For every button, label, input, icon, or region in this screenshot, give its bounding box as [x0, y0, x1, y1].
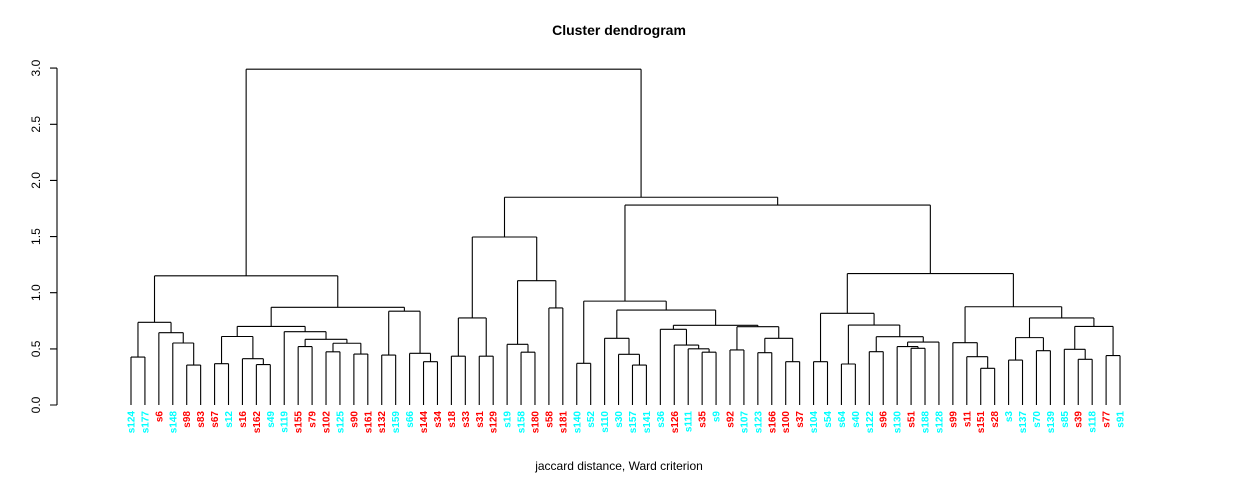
y-tick-label: 3.0 [29, 59, 43, 76]
leaf-label: s6 [154, 411, 165, 423]
y-tick-label: 2.5 [29, 116, 43, 133]
leaf-label: s102 [322, 411, 333, 434]
leaf-label: s28 [990, 411, 1001, 428]
leaf-label: s100 [781, 411, 792, 434]
leaf-label: s31 [475, 411, 486, 428]
leaf-label: s104 [809, 411, 820, 434]
leaf-label: s64 [837, 411, 848, 428]
leaf-label: s19 [503, 411, 514, 428]
leaf-label: s18 [447, 411, 458, 428]
leaf-label: s37 [795, 411, 806, 428]
leaf-label: s67 [210, 411, 221, 428]
leaf-label: s148 [168, 411, 179, 434]
leaf-label: s158 [517, 411, 528, 434]
leaf-label: s16 [238, 411, 249, 428]
leaf-label: s111 [684, 411, 695, 433]
leaf-label: s66 [405, 411, 416, 428]
leaf-label: s52 [586, 411, 597, 428]
leaf-label: s159 [391, 411, 402, 434]
leaf-label: s188 [921, 411, 932, 434]
leaf-label: s3 [1004, 411, 1015, 423]
leaf-label: s132 [377, 411, 388, 434]
leaf-label: s124 [127, 411, 138, 434]
leaf-label: s91 [1116, 411, 1127, 428]
y-tick-label: 2.0 [29, 172, 43, 189]
leaf-label: s161 [363, 411, 374, 434]
dendrogram-path [130, 68, 1121, 405]
leaf-label: s77 [1102, 411, 1113, 428]
leaf-label: s36 [656, 411, 667, 428]
y-tick-label: 1.5 [29, 228, 43, 245]
leaf-label: s122 [865, 411, 876, 434]
plot-xlabel: jaccard distance, Ward criterion [535, 459, 703, 473]
leaf-label: s128 [934, 411, 945, 434]
leaf-label: s126 [670, 411, 681, 434]
plot-title: Cluster dendrogram [552, 22, 686, 38]
y-tick-label: 0.5 [29, 340, 43, 357]
leaf-label: s54 [823, 411, 834, 428]
leaf-label: s118 [1088, 411, 1099, 433]
leaf-label: s151 [976, 411, 987, 434]
y-axis-line [50, 67, 58, 406]
leaf-label: s123 [753, 411, 764, 434]
leaf-label: s110 [600, 411, 611, 433]
leaf-label: s9 [712, 411, 723, 423]
leaf-label: s35 [698, 411, 709, 428]
leaf-label: s157 [628, 411, 639, 434]
leaf-label: s39 [1074, 411, 1085, 428]
leaf-label: s51 [907, 411, 918, 428]
leaf-label: s79 [308, 411, 319, 428]
leaf-label: s130 [893, 411, 904, 434]
leaf-label: s83 [196, 411, 207, 428]
leaf-label: s98 [182, 411, 193, 428]
leaf-label: s137 [1018, 411, 1029, 434]
leaf-label: s33 [461, 411, 472, 428]
y-tick-label: 1.0 [29, 284, 43, 301]
leaf-label: s125 [335, 411, 346, 434]
leaf-label: s49 [266, 411, 277, 428]
leaf-label: s58 [544, 411, 555, 428]
leaf-label: s85 [1060, 411, 1071, 428]
leaf-label: s162 [252, 411, 263, 434]
leaf-label: s11 [962, 411, 973, 428]
leaf-label: s40 [851, 411, 862, 428]
leaf-label: s92 [726, 411, 737, 428]
y-axis: 0.0 0.5 1.0 1.5 2.0 2.5 3.0 [29, 59, 58, 413]
leaf-label: s99 [948, 411, 959, 428]
leaf-label: s166 [767, 411, 778, 434]
leaf-label: s180 [531, 411, 542, 434]
leaf-label: s119 [280, 411, 291, 433]
leaf-label: s144 [419, 411, 430, 434]
leaf-label: s30 [614, 411, 625, 428]
y-tick-label: 0.0 [29, 396, 43, 413]
leaf-label: s177 [140, 411, 151, 434]
leaf-label: s139 [1046, 411, 1057, 434]
leaf-label: s70 [1032, 411, 1043, 428]
dendrogram-lines [130, 68, 1121, 405]
leaf-label: s140 [572, 411, 583, 434]
leaf-label: s12 [224, 411, 235, 428]
leaf-label: s141 [642, 411, 653, 434]
leaf-label: s96 [879, 411, 890, 428]
leaf-label: s155 [294, 411, 305, 434]
leaf-label: s181 [558, 411, 569, 434]
leaf-label: s90 [349, 411, 360, 428]
leaf-label: s129 [489, 411, 500, 434]
leaf-label: s107 [739, 411, 750, 434]
leaf-label: s34 [433, 411, 444, 428]
